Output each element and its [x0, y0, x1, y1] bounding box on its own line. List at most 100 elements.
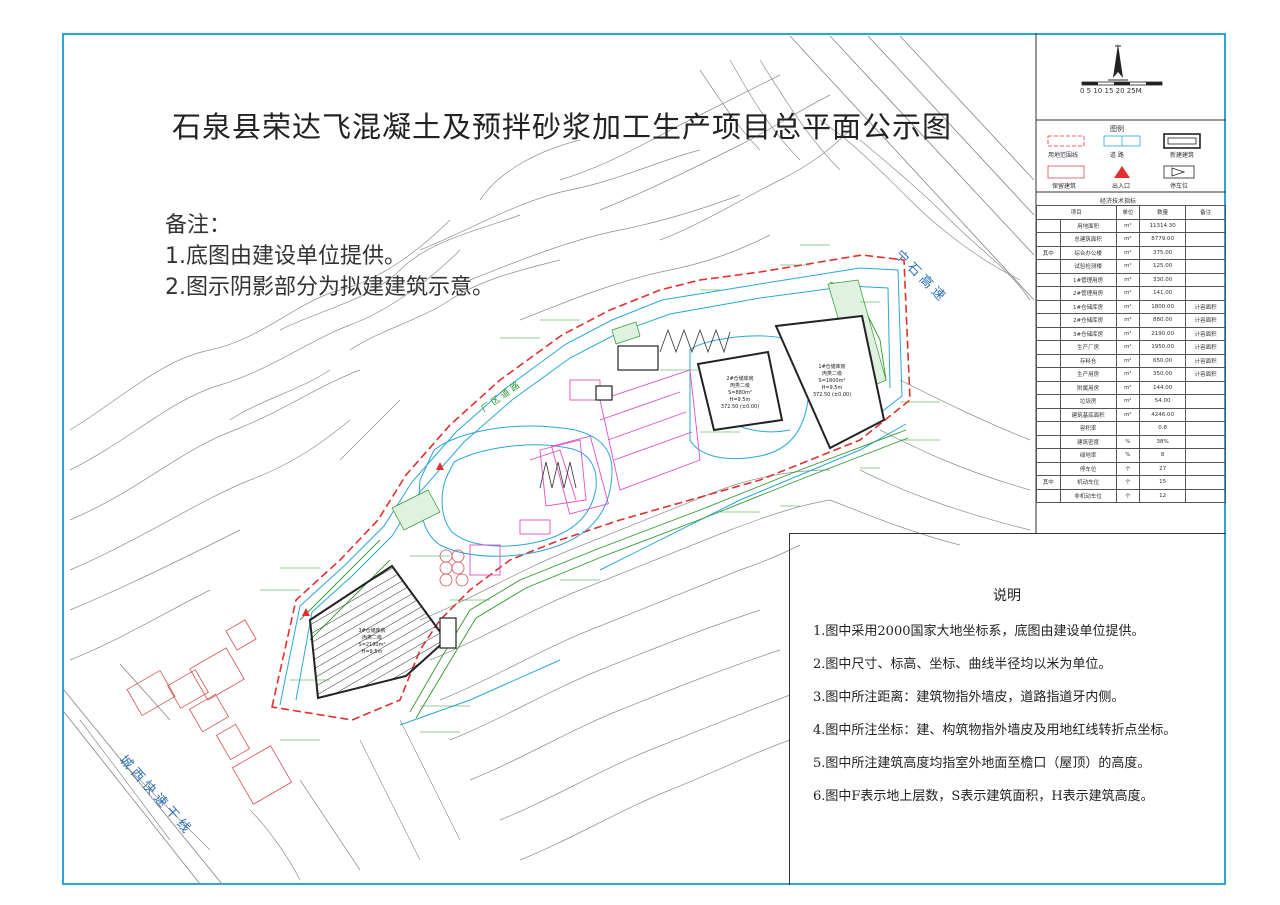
eco-cell-note — [1185, 394, 1226, 409]
scale-bar — [1081, 81, 1163, 86]
eco-cell-value: 27 — [1139, 461, 1187, 476]
eco-cell-note — [1185, 232, 1226, 247]
eco-cell-unit: m² — [1115, 380, 1141, 395]
eco-cell-unit: m² — [1115, 367, 1141, 382]
eco-cell-unit: m² — [1115, 286, 1141, 301]
eco-cell-name: 1#仓储库房 — [1059, 299, 1117, 314]
eco-cell-unit: m² — [1115, 218, 1141, 233]
parking-triangle-icon — [1163, 165, 1195, 179]
eco-cell-name: 存料仓 — [1059, 353, 1117, 368]
entrance-markers — [302, 462, 444, 616]
eco-cell-name: 总建筑面积 — [1059, 232, 1117, 247]
eco-cell-note — [1185, 421, 1226, 436]
svg-text:3#仓储库房: 3#仓储库房 — [358, 627, 385, 634]
eco-cell-value: 8 — [1139, 448, 1187, 463]
eco-cell-name: 垃圾房 — [1059, 394, 1117, 409]
eco-cell-value: 54.00 — [1139, 394, 1187, 409]
eco-cell-value: 330.00 — [1139, 272, 1187, 287]
eco-cell-value: 350.00 — [1139, 367, 1187, 382]
eco-cell-note — [1185, 245, 1226, 260]
eco-cell-note: 计容面积 — [1185, 367, 1226, 382]
eco-cell-unit: 个 — [1115, 461, 1141, 476]
eco-cell-value: 141.00 — [1139, 286, 1187, 301]
entrance-triangle-icon — [1114, 166, 1130, 178]
eco-cell-unit: m² — [1115, 259, 1141, 274]
legend-label-parking: 停车位 — [1170, 183, 1189, 190]
eco-table-title: 经济技术指标 — [1100, 198, 1137, 205]
eco-cell-value: 15 — [1139, 475, 1187, 490]
eco-cell-note — [1185, 448, 1226, 463]
eco-cell-value: 144.00 — [1139, 380, 1187, 395]
eco-cell-note: 计容面积 — [1185, 326, 1226, 341]
building-3-label: 3#仓储库房 丙类二级 S=2190m² H=9.5m — [358, 627, 385, 655]
eco-cell-group — [1036, 448, 1061, 463]
eco-cell-group — [1036, 326, 1061, 341]
svg-text:H=9.5m: H=9.5m — [822, 385, 843, 391]
eco-cell-group — [1036, 259, 1061, 274]
building-2[interactable] — [696, 350, 784, 432]
eco-cell-unit: m² — [1115, 313, 1141, 328]
eco-cell-group — [1036, 286, 1061, 301]
coordinate-leaders — [260, 244, 940, 741]
eco-cell-value: 8779.00 — [1139, 232, 1187, 247]
eco-cell-note: 计容面积 — [1185, 340, 1226, 355]
eco-cell-note — [1185, 407, 1226, 422]
eco-header-note: 备注 — [1185, 205, 1226, 220]
eco-cell-value: 12 — [1139, 488, 1187, 503]
eco-cell-group — [1036, 299, 1061, 314]
eco-cell-note — [1185, 475, 1226, 490]
eco-cell-group — [1036, 461, 1061, 476]
building-3[interactable] — [308, 564, 448, 700]
eco-cell-value: 38% — [1139, 434, 1187, 449]
eco-cell-note — [1185, 272, 1226, 287]
north-arrow-icon — [1108, 44, 1128, 81]
eco-cell-unit: % — [1115, 448, 1141, 463]
new-building-icon — [1163, 133, 1201, 149]
eco-cell-group — [1036, 353, 1061, 368]
eco-cell-name: 2#仓储库房 — [1059, 313, 1117, 328]
eco-header-item: 项目 — [1036, 205, 1117, 220]
existing-building-icon — [1047, 165, 1085, 179]
eco-cell-unit: m² — [1115, 232, 1141, 247]
eco-cell-name: 用地面积 — [1059, 218, 1117, 233]
legend-icons — [1047, 133, 1201, 179]
eco-cell-group — [1036, 218, 1061, 233]
eco-cell-unit: m² — [1115, 353, 1141, 368]
eco-cell-value: 125.00 — [1139, 259, 1187, 274]
eco-cell-note — [1185, 218, 1226, 233]
eco-cell-unit: m² — [1115, 272, 1141, 287]
building-1-label: 1#仓储库房 丙类二级 S=1800m² H=9.5m 372.50 (±0.0… — [813, 363, 851, 398]
eco-cell-name: 非机动车位 — [1059, 488, 1117, 503]
scale-label: 0 5 10 15 20 25M — [1080, 87, 1142, 95]
building-2-label: 2#仓储库房 丙类二级 S=880m² H=9.5m 372.50 (±0.00… — [721, 375, 759, 410]
explanation-line-5: 5.图中所注建筑高度均指室外地面至檐口（屋顶）的高度。 — [813, 756, 1151, 771]
eco-cell-unit: m² — [1115, 407, 1141, 422]
eco-cell-value: 650.00 — [1139, 353, 1187, 368]
eco-cell-value: 0.8 — [1139, 421, 1187, 436]
eco-cell-unit: 个 — [1115, 475, 1141, 490]
building-1[interactable] — [774, 314, 886, 450]
eco-table-row: 建筑密度%38% — [1036, 434, 1226, 449]
eco-cell-name: 生产厂房 — [1059, 340, 1117, 355]
eco-cell-group — [1036, 340, 1061, 355]
eco-cell-value: 375.00 — [1139, 245, 1187, 260]
site-boundary — [271, 254, 911, 721]
eco-cell-unit: % — [1115, 434, 1141, 449]
road-icon — [1103, 135, 1141, 147]
eco-cell-group — [1036, 434, 1061, 449]
eco-table-row: 绿地率%8 — [1036, 448, 1226, 463]
eco-cell-name: 综合办公楼 — [1059, 245, 1117, 260]
explanation-line-2: 2.图中尺寸、标高、坐标、曲线半径均以米为单位。 — [813, 657, 1112, 672]
eco-header-value: 数量 — [1139, 205, 1187, 220]
